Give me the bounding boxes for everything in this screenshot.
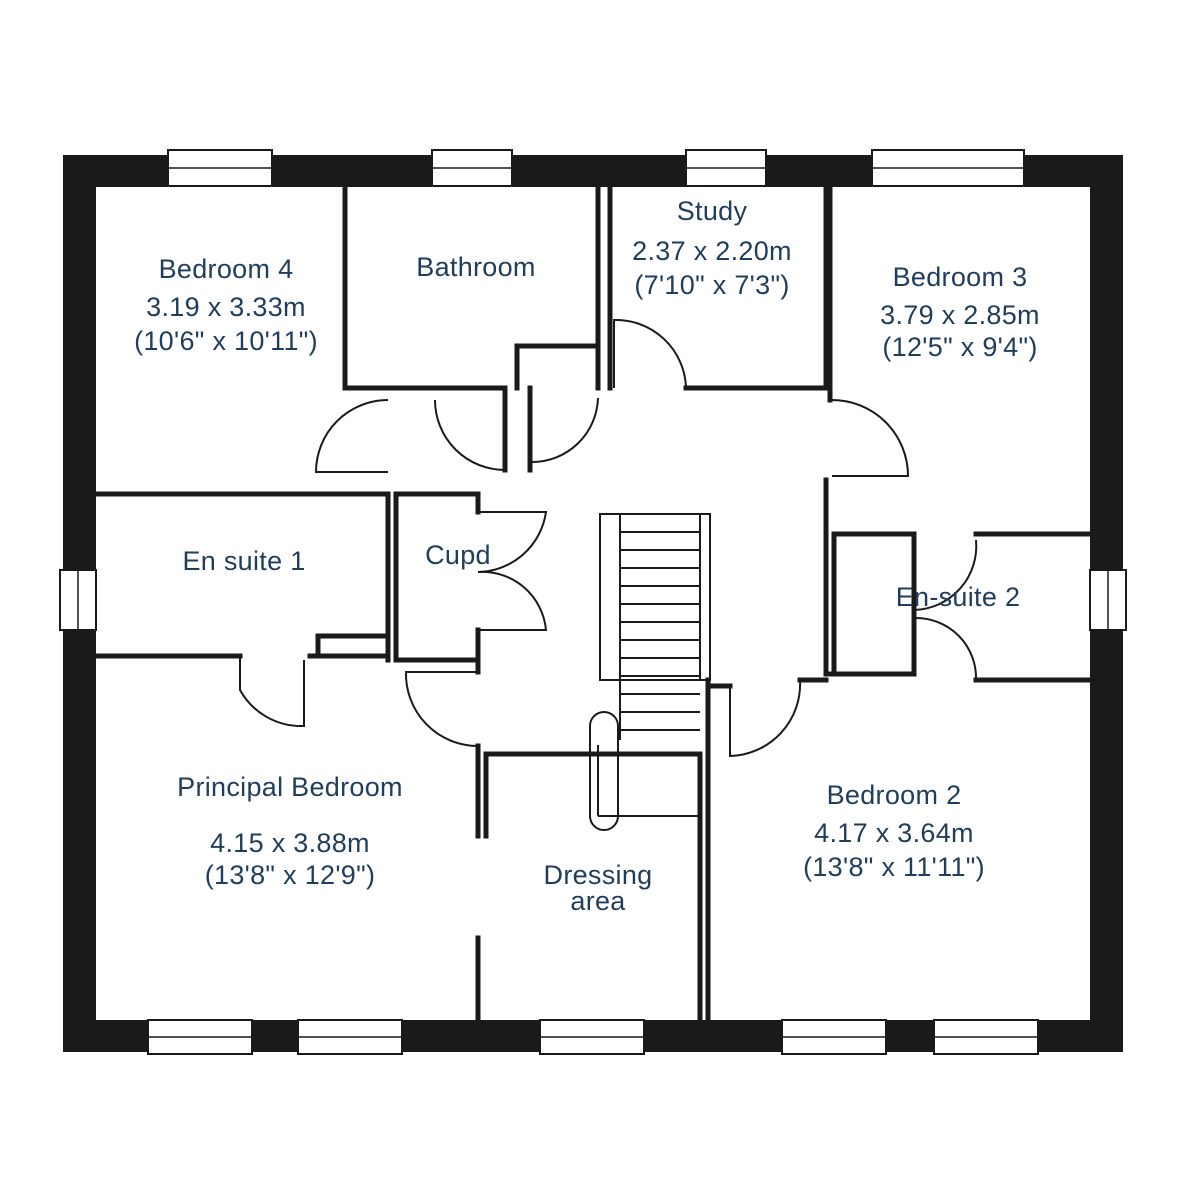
bedroom4-name: Bedroom 4	[159, 254, 294, 284]
bedroom3-imperial: (12'5" x 9'4")	[882, 332, 1037, 362]
ensuite1-name: En suite 1	[182, 546, 305, 576]
door-bedroom2	[729, 679, 802, 758]
study-imperial: (7'10" x 7'3")	[634, 270, 789, 300]
bedroom2-name: Bedroom 2	[827, 780, 962, 810]
dressing-name-line2: area	[570, 886, 626, 916]
door-swings	[239, 318, 978, 758]
bedroom2-metric: 4.17 x 3.64m	[814, 818, 974, 848]
bedroom3-name: Bedroom 3	[893, 262, 1028, 292]
door-bathroom	[434, 399, 506, 471]
door-ensuite2-a	[913, 616, 978, 681]
principal-imperial: (13'8" x 12'9")	[205, 860, 376, 890]
door-cupd-2	[477, 570, 548, 631]
principal-metric: 4.15 x 3.88m	[210, 828, 370, 858]
door-bedroom3	[831, 399, 910, 477]
bedroom3-metric: 3.79 x 2.85m	[880, 300, 1040, 330]
door-principal	[404, 671, 479, 747]
cupd-name: Cupd	[425, 540, 491, 570]
staircase	[589, 513, 711, 831]
study-metric: 2.37 x 2.20m	[632, 236, 792, 266]
windows	[59, 149, 1127, 1055]
door-study	[613, 318, 687, 389]
bedroom2-imperial: (13'8" x 11'11")	[803, 852, 985, 882]
interior-walls	[93, 184, 1093, 1023]
room-labels: Bedroom 4 3.19 x 3.33m (10'6" x 10'11") …	[134, 196, 1040, 916]
door-ensuite1	[239, 656, 305, 728]
bedroom4-metric: 3.19 x 3.33m	[146, 292, 306, 322]
ensuite2-name: En-suite 2	[896, 582, 1021, 612]
principal-name: Principal Bedroom	[177, 772, 403, 802]
study-name: Study	[677, 196, 748, 226]
bedroom4-imperial: (10'6" x 10'11")	[134, 326, 318, 356]
bathroom-name: Bathroom	[416, 252, 535, 282]
door-cupd-1	[477, 511, 548, 573]
door-ensuite2-b	[913, 539, 978, 611]
door-bedroom4	[314, 399, 389, 473]
dressing-name-line1: Dressing	[544, 860, 653, 890]
door-bathroom-2	[531, 397, 599, 463]
